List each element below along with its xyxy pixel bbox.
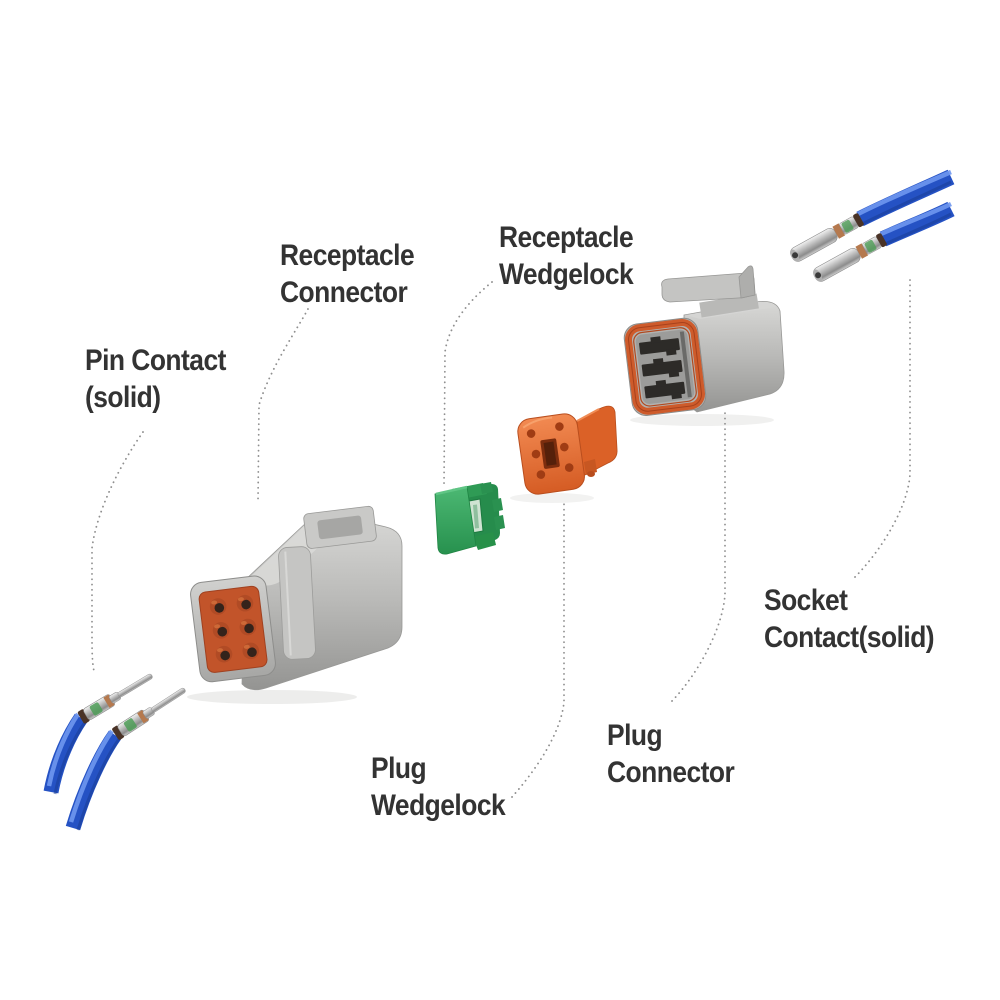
label-pin-contact: Pin Contact (solid) <box>85 342 226 416</box>
label-line: (solid) <box>85 381 161 414</box>
plug-front-face <box>623 317 707 416</box>
label-line: Pin Contact <box>85 344 226 377</box>
leader-lines <box>91 276 911 798</box>
label-line: Receptacle <box>280 239 415 272</box>
pin-cavities <box>209 594 260 663</box>
leader-line-plug-wedgelock <box>511 499 565 798</box>
label-line: Plug <box>371 752 427 785</box>
leader-line-plug-connector <box>671 409 726 702</box>
part-shadows <box>187 414 774 704</box>
receptacle-wedgelock-photo <box>434 482 505 555</box>
leader-line-receptacle-wedgelock <box>443 281 493 487</box>
socket-contacts-photo <box>787 169 955 285</box>
pin-contacts-photo <box>43 668 190 831</box>
receptacle-front-face <box>190 575 276 683</box>
leader-line-pin-contact <box>91 431 144 672</box>
receptacle-latch <box>303 505 377 549</box>
label-receptacle-connector: Receptacle Connector <box>280 237 415 311</box>
label-line: Wedgelock <box>371 789 506 822</box>
label-line: Connector <box>280 276 408 309</box>
plug-wedgelock-photo <box>517 405 618 495</box>
label-line: Wedgelock <box>499 258 634 291</box>
label-receptacle-wedgelock: Receptacle Wedgelock <box>499 219 634 293</box>
leader-line-socket-contact <box>854 276 911 578</box>
label-plug-connector: Plug Connector <box>607 717 735 791</box>
leader-line-receptacle-connector <box>257 308 309 503</box>
plug-connector-photo <box>623 265 785 416</box>
label-line: Socket <box>764 584 848 617</box>
socket-cavities <box>638 336 686 400</box>
label-line: Receptacle <box>499 221 634 254</box>
label-line: Plug <box>607 719 663 752</box>
label-plug-wedgelock: Plug Wedgelock <box>371 750 506 824</box>
plug-latch <box>661 265 759 318</box>
label-line: Contact(solid) <box>764 621 935 654</box>
receptacle-connector-photo <box>190 505 403 691</box>
label-socket-contact: Socket Contact(solid) <box>764 582 935 656</box>
label-line: Connector <box>607 756 735 789</box>
